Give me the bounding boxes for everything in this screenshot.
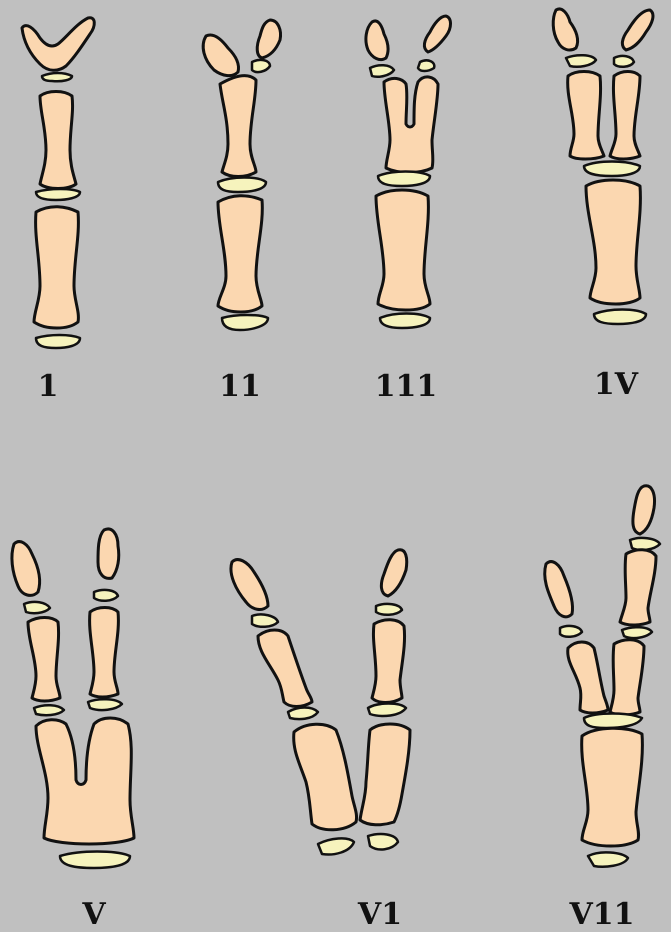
type-label-v11: V11 bbox=[542, 900, 662, 930]
type-v11-cartilage-right-1 bbox=[630, 538, 660, 550]
type-1-illustration bbox=[22, 18, 94, 348]
type-1v-proximal-phalanx-right bbox=[610, 72, 640, 160]
type-v11-distal-phalanx-left bbox=[545, 562, 573, 617]
type-label-111: 111 bbox=[346, 372, 466, 402]
type-label-1v: 1V bbox=[556, 370, 671, 400]
type-111-illustration bbox=[366, 16, 451, 328]
type-1v-illustration bbox=[553, 9, 653, 324]
type-1-mp-cartilage bbox=[36, 189, 80, 200]
type-v-ip-cartilage-right bbox=[94, 590, 118, 601]
type-11-illustration bbox=[203, 20, 280, 330]
type-v11-distal-phalanx-right bbox=[633, 486, 655, 534]
type-1-distal-phalanx-bifid bbox=[22, 18, 94, 71]
type-v1-distal-phalanx-left bbox=[231, 560, 268, 610]
type-1-ip-cartilage bbox=[42, 73, 72, 81]
type-1-base-cartilage bbox=[36, 335, 80, 348]
type-111-proximal-phalanx-bifid bbox=[384, 77, 438, 173]
type-11-distal-phalanx-left bbox=[203, 35, 238, 76]
type-1v-distal-phalanx-right bbox=[622, 10, 653, 50]
type-v11-proximal-phalanx-right bbox=[610, 640, 644, 715]
type-1v-base-cartilage bbox=[594, 310, 646, 325]
type-v-distal-phalanx-right bbox=[98, 529, 119, 578]
type-1v-metacarpal bbox=[586, 180, 640, 304]
type-v-ip-cartilage-left bbox=[24, 602, 50, 613]
type-v-mp-cartilage-left bbox=[34, 705, 64, 715]
type-v11-metacarpal bbox=[582, 728, 643, 846]
type-11-base-cartilage bbox=[222, 315, 268, 330]
type-v-proximal-phalanx-left bbox=[28, 618, 60, 702]
type-v11-proximal-phalanx-left bbox=[568, 642, 608, 713]
type-label-11: 11 bbox=[180, 372, 300, 402]
type-11-metacarpal bbox=[218, 196, 262, 312]
type-v-distal-phalanx-left bbox=[12, 542, 40, 596]
type-v11-base-cartilage bbox=[588, 852, 628, 866]
type-1v-proximal-phalanx-left bbox=[568, 72, 604, 160]
type-v11-cartilage-right-2 bbox=[622, 627, 652, 638]
type-1v-ip-cartilage-left bbox=[566, 55, 596, 67]
type-11-proximal-phalanx bbox=[220, 76, 256, 177]
type-label-v: V bbox=[34, 900, 154, 930]
type-111-distal-phalanx-right bbox=[424, 16, 450, 52]
type-111-mp-cartilage bbox=[378, 172, 430, 187]
type-v-base-cartilage bbox=[60, 852, 130, 869]
type-v1-metacarpal-right bbox=[360, 724, 410, 825]
type-1v-mp-cartilage bbox=[584, 162, 640, 177]
type-v-mp-cartilage-right bbox=[88, 699, 122, 710]
type-v1-mp-cartilage-right bbox=[368, 704, 406, 717]
type-111-distal-phalanx-left bbox=[366, 21, 388, 60]
type-v11-middle-phalanx-right bbox=[620, 550, 656, 625]
type-v11-mp-cartilage bbox=[584, 714, 642, 729]
type-v1-proximal-phalanx-left bbox=[258, 630, 312, 707]
type-v1-distal-phalanx-right bbox=[381, 550, 406, 596]
type-1-metacarpal bbox=[34, 207, 78, 328]
type-11-mp-cartilage bbox=[218, 178, 266, 193]
type-v1-illustration bbox=[231, 550, 410, 855]
type-111-ip-cartilage-right bbox=[418, 60, 434, 71]
type-v11-illustration bbox=[545, 486, 660, 867]
type-v1-ip-cartilage-left bbox=[252, 614, 278, 626]
type-v1-mp-cartilage-left bbox=[288, 708, 318, 720]
type-v-proximal-phalanx-right bbox=[90, 608, 119, 698]
type-label-v1: V1 bbox=[320, 900, 440, 930]
type-111-base-cartilage bbox=[380, 314, 430, 329]
type-label-1: 1 bbox=[0, 372, 108, 402]
type-v-metacarpal-bifid bbox=[36, 718, 134, 844]
type-v1-base-cartilage-left bbox=[318, 838, 354, 854]
type-v1-proximal-phalanx-right bbox=[372, 620, 405, 703]
type-v-illustration bbox=[12, 529, 134, 868]
type-v1-metacarpal-left bbox=[294, 724, 357, 830]
type-1v-ip-cartilage-right bbox=[614, 56, 634, 67]
type-v1-base-cartilage-right bbox=[368, 834, 398, 849]
type-111-metacarpal bbox=[376, 190, 430, 310]
type-1-proximal-phalanx bbox=[40, 92, 76, 189]
type-v1-ip-cartilage-right bbox=[376, 604, 402, 615]
type-v11-ip-cartilage-left bbox=[560, 626, 582, 637]
type-111-ip-cartilage-left bbox=[370, 65, 394, 77]
type-11-ip-cartilage-right bbox=[252, 60, 270, 72]
type-1v-distal-phalanx-left bbox=[553, 9, 577, 50]
type-11-distal-phalanx-right bbox=[257, 20, 280, 58]
